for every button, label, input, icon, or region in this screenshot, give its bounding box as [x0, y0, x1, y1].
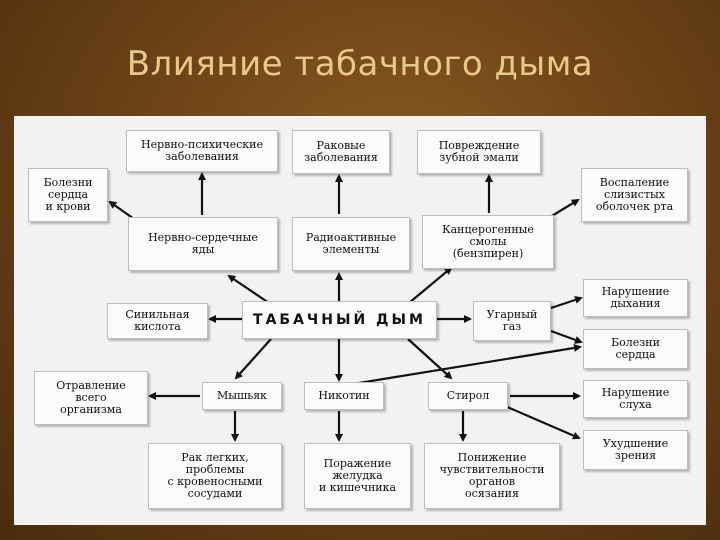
- slide-title: Влияние табачного дыма: [126, 44, 594, 84]
- arrow-to-heart: [550, 329, 583, 344]
- box-styrene: Стирол: [428, 382, 508, 410]
- box-vision: Ухудшение зрения: [583, 430, 688, 470]
- arrow-to-breathing: [550, 296, 583, 310]
- arrow-to-vision: [504, 404, 581, 440]
- box-arsenic: Мышьяк: [202, 382, 282, 410]
- box-neuro-psych: Нервно-психические заболевания: [126, 130, 278, 172]
- box-nicotine: Никотин: [304, 382, 384, 410]
- box-heart: Болезни сердца: [583, 329, 688, 369]
- box-cancer: Раковые заболевания: [292, 130, 390, 174]
- box-mouth-inflammation: Воспаление слизистых оболочек рта: [581, 168, 688, 222]
- box-tobacco-smoke: ТАБАЧНЫЙ ДЫМ: [242, 301, 437, 339]
- box-radioactive: Радиоактивные элементы: [292, 217, 410, 271]
- box-co: Угарный газ: [473, 301, 551, 341]
- box-poisoning: Отравление всего организма: [34, 371, 148, 425]
- box-stomach: Поражение желудка и кишечника: [304, 443, 411, 509]
- box-heart-blood: Болезни сердца и крови: [28, 168, 108, 222]
- diagram-panel: Нервно-психические заболевания Раковые з…: [14, 116, 706, 525]
- box-hearing: Нарушение слуха: [583, 380, 688, 418]
- arrows-layer: [108, 172, 583, 442]
- arrow-to-carcinogenic: [408, 266, 453, 304]
- arrow-nicotine-to-heart: [358, 344, 582, 385]
- box-enamel: Повреждение зубной эмали: [417, 130, 541, 174]
- arrow-to-styrene: [407, 338, 453, 380]
- arrow-to-arsenic: [234, 338, 272, 380]
- box-carcinogenic: Канцерогенные смолы (бензпирен): [422, 215, 554, 269]
- box-neuro-cardiac: Нервно-сердечные яды: [128, 217, 278, 271]
- box-lung-cancer: Рак легких, проблемы с кровеносными сосу…: [148, 443, 282, 509]
- box-hcn: Синильная кислота: [107, 303, 208, 339]
- box-breathing: Нарушение дыхания: [583, 279, 688, 317]
- box-sensitivity: Понижение чувствительности органов осяза…: [424, 443, 560, 509]
- arrow-to-neuro-cardiac: [227, 274, 270, 304]
